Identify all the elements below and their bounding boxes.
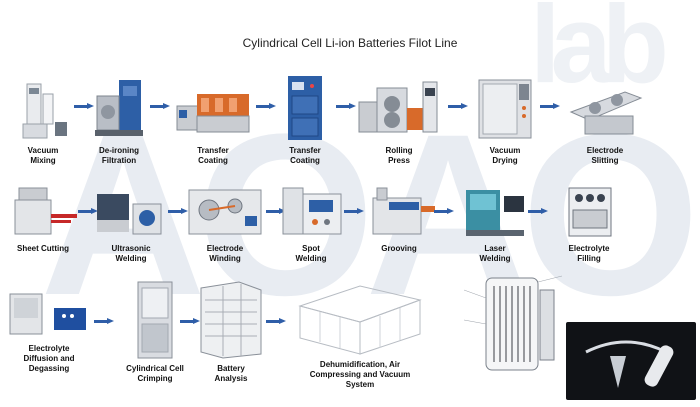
step-grooving: Grooving (356, 182, 442, 254)
flow-arrow (434, 208, 454, 214)
step-electrode-winding: Electrode Winding (182, 182, 268, 264)
step-transfer-coating-2: Transfer Coating (262, 72, 348, 166)
step-label: Electrolyte Diffusion and Degassing (23, 344, 75, 373)
step-deironing-filtration: De-ironing Filtration (76, 72, 162, 166)
crimping-machine-icon (112, 280, 198, 360)
flow-arrow (150, 103, 170, 109)
winding-machine-icon (182, 182, 268, 240)
step-label: De-ironing Filtration (99, 146, 139, 165)
step-label: Dehumidification, Air Compressing and Va… (309, 360, 411, 389)
flow-arrow (528, 208, 548, 214)
flow-arrow (256, 103, 276, 109)
cutting-machine-icon (0, 182, 86, 240)
step-laser-welding: Laser Welding (452, 182, 538, 264)
flow-arrow (540, 103, 560, 109)
cell-cutaway-diagram (458, 270, 568, 380)
step-transfer-coating-1: Transfer Coating (170, 72, 256, 166)
step-sheet-cutting: Sheet Cutting (0, 182, 86, 254)
step-label: Transfer Coating (197, 146, 229, 165)
step-battery-analysis: Battery Analysis (188, 280, 274, 384)
flow-arrow (448, 103, 468, 109)
rolling-press-icon (356, 72, 442, 142)
step-vacuum-mixing: Vacuum Mixing (0, 72, 86, 166)
step-electrolyte-diffusion-degassing: Electrolyte Diffusion and Degassing (6, 282, 92, 374)
step-vacuum-drying: Vacuum Drying (462, 72, 548, 166)
filtration-machine-icon (76, 72, 162, 142)
step-label: Electrode Slitting (586, 146, 624, 165)
grooving-machine-icon (356, 182, 442, 240)
flow-arrow (168, 208, 188, 214)
coating-machine-icon (170, 72, 256, 142)
step-dry-room-system: Dehumidification, Air Compressing and Va… (290, 276, 430, 390)
step-label: Transfer Coating (289, 146, 321, 165)
flow-arrow (78, 208, 98, 214)
ultrasonic-welder-icon (88, 182, 174, 240)
diagram-title: Cylindrical Cell Li-ion Batteries Filot … (242, 36, 458, 50)
step-label: Battery Analysis (214, 364, 248, 383)
flow-arrow (336, 103, 356, 109)
filling-machine-icon (546, 182, 632, 240)
step-label: Electrolyte Filling (568, 244, 610, 263)
drying-oven-icon (462, 72, 548, 142)
step-electrode-slitting: Electrode Slitting (562, 72, 648, 166)
degassing-machine-icon (6, 282, 92, 340)
step-label: Spot Welding (295, 244, 327, 263)
slitting-machine-icon (562, 72, 648, 142)
coating-cabinet-icon (262, 72, 348, 142)
step-label: Rolling Press (385, 146, 413, 165)
dry-room-icon (290, 276, 430, 356)
flow-arrow (344, 208, 364, 214)
step-label: Vacuum Drying (489, 146, 521, 165)
step-label: Grooving (381, 244, 417, 253)
step-cylindrical-cell-crimping: Cylindrical Cell Crimping (112, 280, 198, 384)
step-label: Ultrasonic Welding (111, 244, 151, 263)
step-electrolyte-filling: Electrolyte Filling (546, 182, 632, 264)
step-label: Cylindrical Cell Crimping (126, 364, 184, 383)
step-label: Electrode Winding (206, 244, 244, 263)
step-label: Vacuum Mixing (27, 146, 59, 165)
step-label: Sheet Cutting (17, 244, 69, 253)
flow-arrow (74, 103, 94, 109)
battery-analyzer-icon (188, 280, 274, 360)
step-spot-welding: Spot Welding (268, 182, 354, 264)
flow-arrow (266, 318, 286, 324)
flow-arrow (94, 318, 114, 324)
spot-welder-icon (268, 182, 354, 240)
laser-welder-icon (452, 182, 538, 240)
flow-arrow (180, 318, 200, 324)
step-label: Laser Welding (479, 244, 511, 263)
step-rolling-press: Rolling Press (356, 72, 442, 166)
step-ultrasonic-welding: Ultrasonic Welding (88, 182, 174, 264)
tesla-cell-photo (566, 322, 696, 400)
vacuum-mixer-icon (0, 72, 86, 142)
